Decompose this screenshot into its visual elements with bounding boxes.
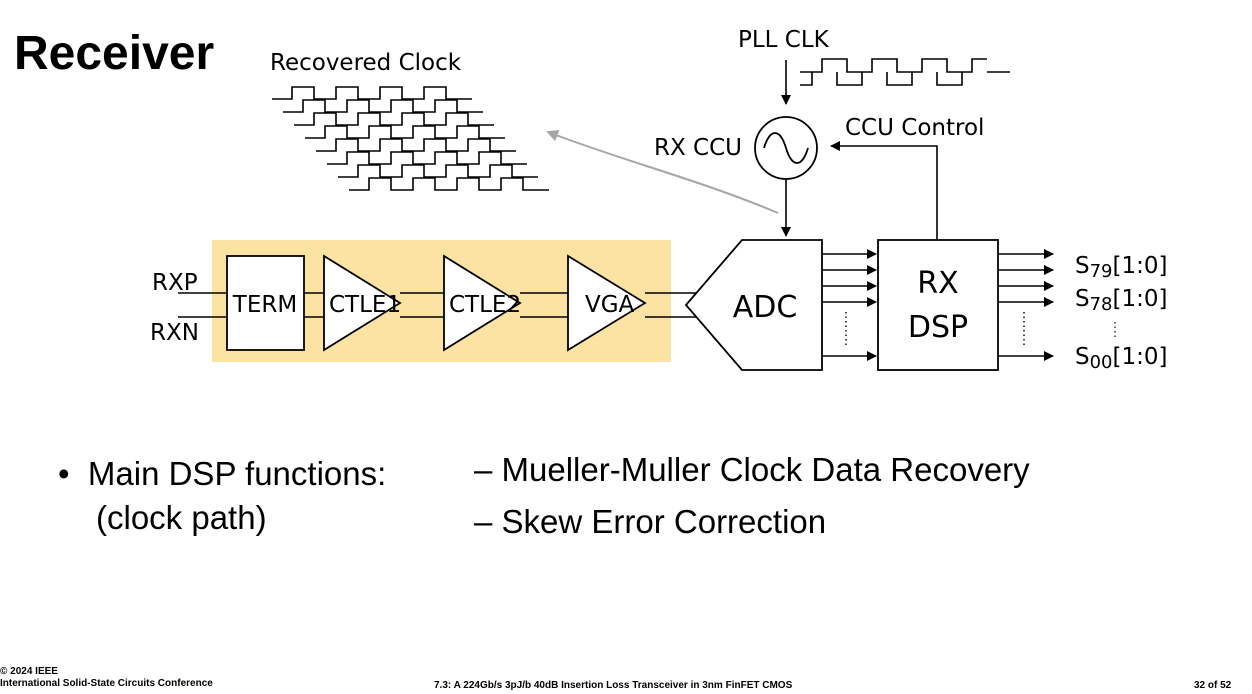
main-bullet-line1: Main DSP functions:: [87, 455, 387, 492]
adc-label: ADC: [733, 290, 798, 325]
recovered-clock-phase: [349, 177, 549, 191]
recovered-clock-phase: [327, 151, 527, 165]
recovered-clock-waveforms: [272, 86, 549, 191]
pll-clk-label: PLL CLK: [738, 27, 830, 53]
rxp-label: RXP: [152, 270, 198, 296]
rxn-label: RXN: [150, 320, 199, 346]
ccu-control-label: CCU Control: [845, 115, 984, 141]
recovered-clock-arrow: [546, 130, 779, 214]
output-label-s78: S78[1:0]: [1075, 286, 1167, 315]
main-bullet-line2: (clock path): [96, 499, 267, 536]
footer-left: © 2024 IEEE International Solid-State Ci…: [0, 666, 213, 690]
slide-title: Receiver: [14, 27, 215, 80]
recovered-clock-phase: [316, 138, 516, 152]
recovered-clock-phase: [305, 125, 505, 139]
sub-bullet-list: – Mueller-Muller Clock Data Recovery – S…: [474, 448, 1030, 544]
vga-label: VGA: [585, 292, 635, 318]
main-bullet: • Main DSP functions: (clock path): [58, 452, 386, 540]
recovered-clock-phase: [283, 99, 483, 113]
rx-ccu-label: RX CCU: [654, 135, 742, 161]
recovered-clock-phase: [294, 112, 494, 126]
recovered-clock-label: Recovered Clock: [270, 50, 462, 76]
recovered-clock-phase: [338, 164, 538, 178]
footer-copyright: © 2024 IEEE: [0, 666, 58, 677]
ctle2-block: [443, 254, 522, 352]
bullet-dot: •: [58, 455, 70, 492]
footer-paper-title: 7.3: A 224Gb/s 3pJ/b 40dB Insertion Loss…: [434, 680, 793, 691]
footer-conference: International Solid-State Circuits Confe…: [0, 678, 213, 689]
frontend-interconnect: [304, 292, 700, 318]
pll-clock-waveform: [800, 58, 1010, 86]
slide-number: 32 of 52: [1194, 680, 1232, 691]
adc-block: [684, 239, 823, 371]
ctle1-block: [323, 254, 402, 352]
sine-icon: [763, 132, 809, 164]
term-block: [226, 255, 305, 351]
term-label: TERM: [232, 292, 297, 318]
output-label-s00: S00[1:0]: [1075, 344, 1167, 373]
sub-bullet-cdr: – Mueller-Muller Clock Data Recovery: [474, 451, 1030, 488]
vga-block: [567, 254, 647, 352]
rx-dsp-label-line1: RX: [917, 266, 958, 301]
ccu-control-feedback-line: [830, 141, 938, 240]
ctle2-label: CTLE2: [449, 292, 521, 318]
adc-to-dsp-arrows: [822, 249, 877, 361]
rx-dsp-block: [877, 239, 999, 371]
sub-bullet-skew: – Skew Error Correction: [474, 503, 827, 540]
ctle1-label: CTLE1: [329, 292, 401, 318]
rx-dsp-label-line2: DSP: [908, 310, 968, 345]
recovered-clock-phase: [272, 86, 472, 100]
dsp-output-arrows: [998, 249, 1054, 361]
output-label-s79: S79[1:0]: [1075, 253, 1167, 282]
